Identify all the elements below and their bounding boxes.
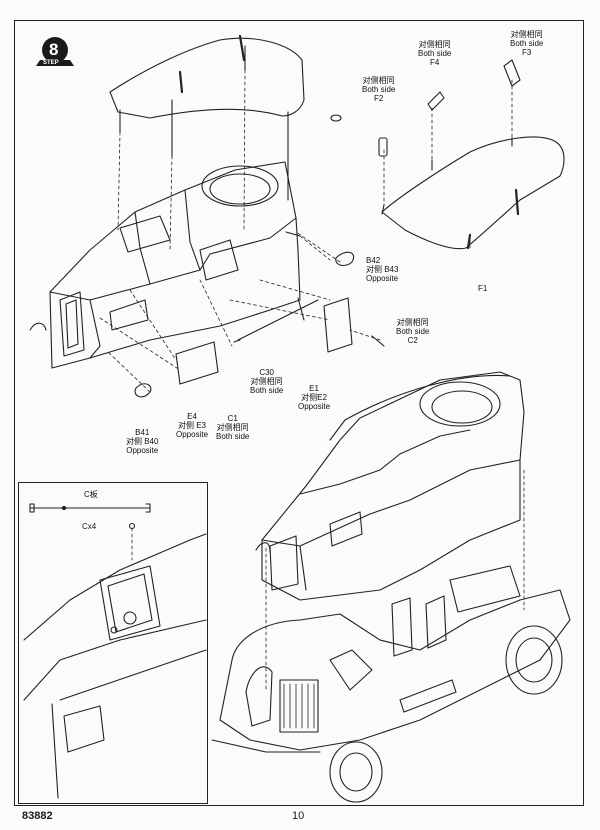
- callout-c1-line2: Both side: [216, 432, 250, 441]
- callout-f1-part: F1: [478, 284, 488, 293]
- callout-c2-part: C2: [407, 336, 418, 345]
- callout-b42-part: B42: [366, 256, 381, 265]
- callout-c2-line2: Both side: [396, 327, 430, 336]
- step-label: STEP: [43, 60, 59, 66]
- callout-b41-line1: 对侧 B40: [126, 437, 159, 446]
- detail-inset: [18, 482, 208, 804]
- inset-part-label: Cx4: [82, 522, 97, 531]
- inset-sprue-label: C板: [84, 490, 98, 499]
- callout-c1-line1: 对侧相同: [216, 423, 249, 432]
- callout-c2: 对侧相同 Both side C2: [396, 318, 429, 345]
- callout-f3-part: F3: [522, 48, 532, 57]
- callout-f4-line1: 对侧相同: [418, 40, 451, 49]
- callout-c30: C30 对侧相同 Both side: [250, 368, 283, 395]
- callout-c30-part: C30: [259, 368, 275, 377]
- step-badge-icon: [36, 37, 74, 66]
- callout-e4-line2: Opposite: [176, 430, 209, 439]
- step-number: 8: [49, 40, 59, 59]
- callout-f2-line2: Both side: [362, 85, 396, 94]
- callout-c30-line2: Both side: [250, 386, 284, 395]
- callout-b41: B41 对侧 B40 Opposite: [126, 428, 158, 455]
- callout-b41-line2: Opposite: [126, 446, 159, 455]
- callout-e4-line1: 对侧 E3: [178, 421, 207, 430]
- callout-f3-line2: Both side: [510, 39, 544, 48]
- callout-c1-part: C1: [227, 414, 238, 423]
- callout-b42-line1: 对侧 B43: [366, 265, 399, 274]
- callout-c1: C1 对侧相同 Both side: [216, 414, 249, 441]
- callout-f2-line1: 对侧相同: [362, 76, 395, 85]
- callout-b41-part: B41: [135, 428, 150, 437]
- callout-c30-line1: 对侧相同: [250, 377, 283, 386]
- callout-b42-line2: Opposite: [366, 274, 399, 283]
- callout-f4: 对侧相同 Both side F4: [418, 40, 451, 67]
- callout-f3-line1: 对侧相同: [510, 30, 543, 39]
- callout-e1-line1: 对侧E2: [301, 393, 327, 402]
- callout-f1: F1: [478, 284, 487, 293]
- callout-b42: B42 对侧 B43 Opposite: [366, 256, 398, 283]
- callout-c2-line1: 对侧相同: [396, 318, 429, 327]
- callout-f2-part: F2: [374, 94, 384, 103]
- catalog-number: 83882: [22, 810, 53, 822]
- callout-e4: E4 对侧 E3 Opposite: [176, 412, 208, 439]
- callout-e1-line2: Opposite: [298, 402, 331, 411]
- callout-e1: E1 对侧E2 Opposite: [298, 384, 330, 411]
- callout-e1-part: E1: [309, 384, 319, 393]
- callout-f4-line2: Both side: [418, 49, 452, 58]
- page-number: 10: [292, 810, 305, 822]
- callout-f2: 对侧相同 Both side F2: [362, 76, 395, 103]
- callout-e4-part: E4: [187, 412, 197, 421]
- page-frame: [14, 20, 584, 806]
- callout-f4-part: F4: [430, 58, 440, 67]
- callout-f3: 对侧相同 Both side F3: [510, 30, 543, 57]
- step-badge: 8 STEP: [34, 36, 76, 70]
